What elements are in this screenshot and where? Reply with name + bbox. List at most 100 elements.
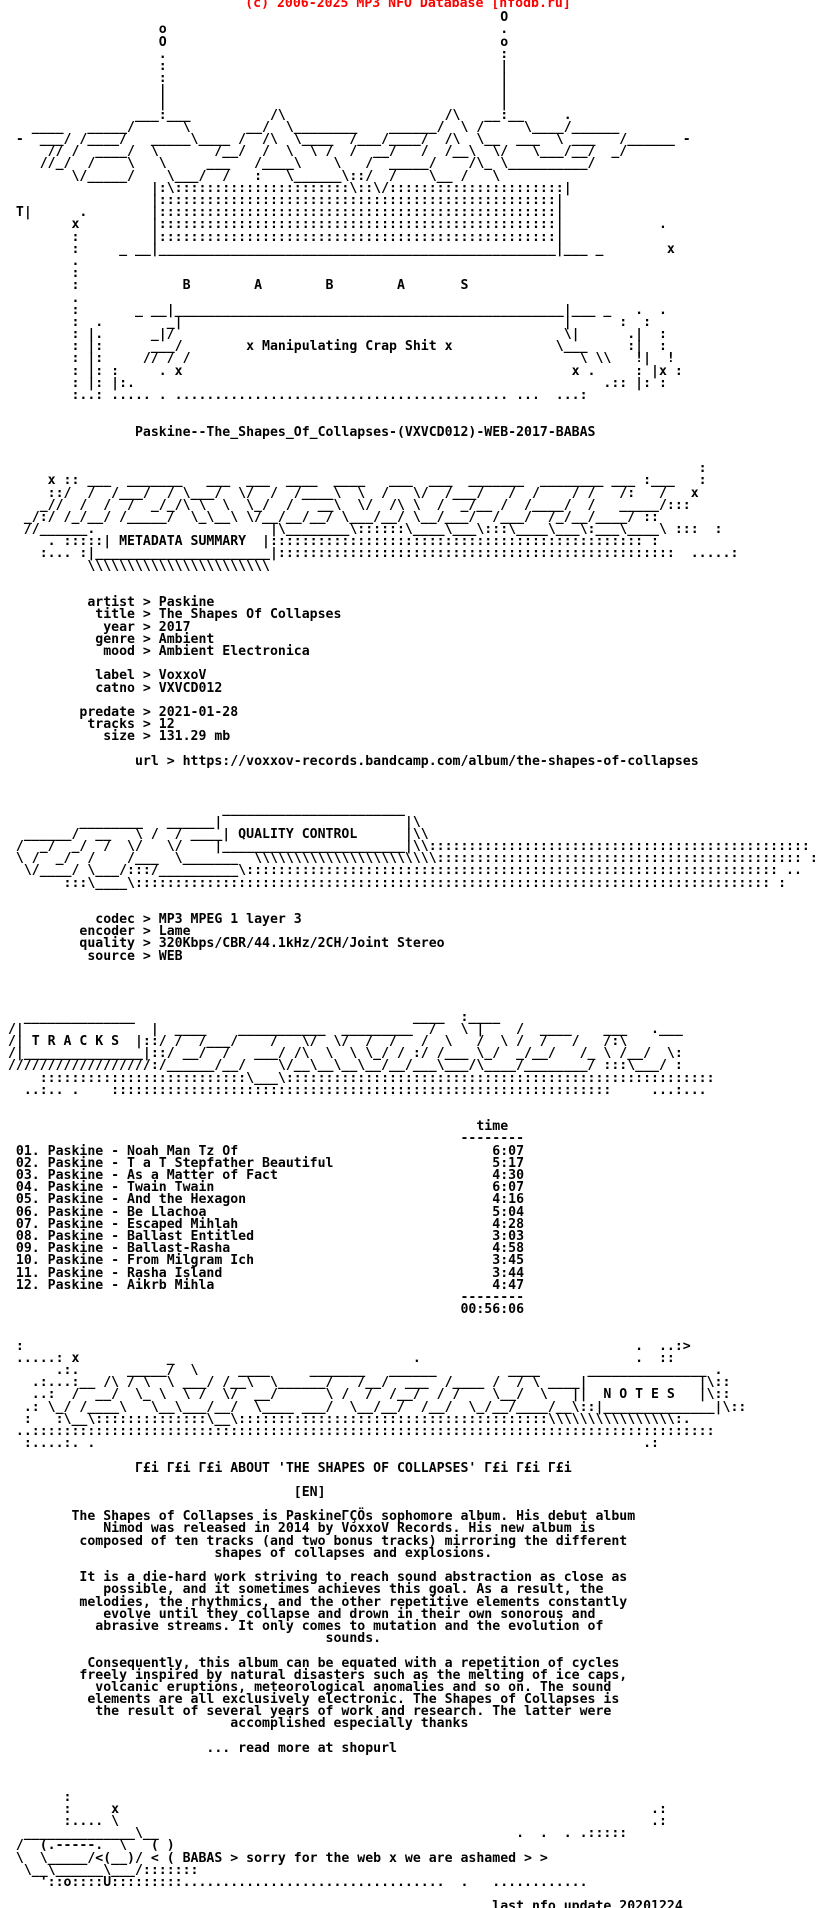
meta-label: label > VoxxoV bbox=[0, 668, 207, 684]
ascii-art-line: . bbox=[0, 253, 80, 269]
ascii-art-line: : bbox=[0, 461, 707, 477]
release-name: Paskine--The_Shapes_Of_Collapses-(VXVCD0… bbox=[0, 424, 596, 440]
blank-line bbox=[0, 1779, 816, 1791]
meta-predate: predate > 2021-01-28 bbox=[0, 704, 239, 720]
notes-para2-line: possible, and it sometimes achieves this… bbox=[0, 1582, 604, 1598]
ascii-art-line: |:\::::::::::::::::::::::\::\/::::::::::… bbox=[0, 180, 572, 196]
ascii-art-line: : bbox=[0, 266, 80, 282]
track-row-01: 01. Paskine - Noah Man Tz Of 6:07 bbox=[0, 1143, 525, 1159]
logo-tagline: : |: ___/ x Manipulating Crap Shit x \__… bbox=[0, 339, 667, 355]
ascii-art-line: T| . |::::::::::::::::::::::::::::::::::… bbox=[0, 205, 564, 221]
ascii-art-line: :.... \ .: bbox=[0, 1813, 667, 1829]
ascii-art-line: /|_______________|::/ __/ / ___/ /\ \ \ … bbox=[0, 1046, 683, 1062]
track-row-12: 12. Paskine - Aikrb Mihla 4:47 bbox=[0, 1277, 525, 1293]
notes-para2-line: It is a die-hard work striving to reach … bbox=[0, 1570, 628, 1586]
tracks-section-title: /| T R A C K S |::/ / /___/ / \/ \/ / / … bbox=[0, 1033, 628, 1049]
blank-line bbox=[0, 1767, 816, 1779]
meta-catno: catno > VXVCD012 bbox=[0, 680, 223, 696]
blank-line bbox=[0, 1097, 816, 1109]
ascii-art-line: x |:::::::::::::::::::::::::::::::::::::… bbox=[0, 217, 667, 233]
ascii-art-line: o . bbox=[0, 22, 509, 38]
blank-line bbox=[0, 780, 816, 792]
ascii-art-line: _// / / / _/_/\ \ \ \_/ / __\ \/ /\ \ / … bbox=[0, 497, 691, 513]
blank-line bbox=[0, 439, 816, 451]
quality-section-title: ______/ __ \ / / ____| QUALITY CONTROL |… bbox=[0, 826, 429, 842]
ascii-art-line: :... :|______________________|::::::::::… bbox=[0, 546, 739, 562]
tracks-time-header: time bbox=[0, 1119, 509, 1135]
footer-last-update: last nfo update 20201224 bbox=[0, 1899, 683, 1908]
ascii-art-line: ________ ______| |\ bbox=[0, 814, 421, 830]
ascii-art-line: ______________ ____ :____ bbox=[0, 1009, 501, 1025]
metadata-section-title: . :::::| METADATA SUMMARY |:::::::::::::… bbox=[0, 534, 659, 550]
notes-para3-line: volcanic eruptions, meteorological anoma… bbox=[0, 1679, 612, 1695]
ascii-art-line: O bbox=[0, 10, 509, 26]
ascii-art-line: ..: / __/ \_ \ \ / \/ __/ \ / / /__/ / /… bbox=[0, 1387, 731, 1403]
track-row-09: 09. Paskine - Ballast-Rasha 4:58 bbox=[0, 1241, 525, 1257]
ascii-art-line: // / ____/ \ /__/ / \ \ / / __/ / /__\ \… bbox=[0, 144, 628, 160]
notes-about-heading: Γ£i Γ£i Γ£i ABOUT 'THE SHAPES OF COLLAPS… bbox=[0, 1460, 572, 1476]
track-row-02: 02. Paskine - T a T Stepfather Beautiful… bbox=[0, 1155, 525, 1171]
ascii-art-line: : |:::::::::::::::::::::::::::::::::::::… bbox=[0, 229, 564, 245]
ascii-art-line: : _ __|_________________________________… bbox=[0, 241, 675, 257]
logo-letters: : B A B A S bbox=[0, 278, 469, 294]
ascii-art-line: x :: ___ _______ ___ ___ ____ ____ ___ _… bbox=[0, 473, 707, 489]
ascii-art-line: : |: |:. .:: |: : bbox=[0, 375, 667, 391]
notes-para1-line: composed of ten tracks (and two bonus tr… bbox=[0, 1533, 628, 1549]
ascii-art-line: . : bbox=[0, 46, 509, 62]
track-row-03: 03. Paskine - As a Matter of Fact 4:30 bbox=[0, 1168, 525, 1183]
ascii-art-line: : x .: bbox=[0, 1801, 667, 1817]
track-row-10: 10. Paskine - From Milgram Ich 3:45 bbox=[0, 1253, 525, 1269]
ascii-art-line: '::o::::U:::::::::......................… bbox=[0, 1874, 588, 1890]
notes-para2-line: evolve until they collapse and drown in … bbox=[0, 1606, 596, 1622]
ascii-art-line: //_/ / \ \ ___ /____\ \ / _____/ /\_ \__… bbox=[0, 156, 596, 172]
notes-para2-line: abrasive streams. It only comes to mutat… bbox=[0, 1618, 604, 1634]
ascii-art-line: : |: : . x x . : |x : bbox=[0, 363, 683, 379]
notes-lang: [EN] bbox=[0, 1484, 326, 1500]
blank-line bbox=[0, 987, 816, 999]
ascii-art-line: / (.-----. \ ( ) bbox=[0, 1838, 175, 1854]
meta-year: year > 2017 bbox=[0, 619, 191, 635]
notes-para2-line: melodies, the rhythmics, and the other r… bbox=[0, 1594, 628, 1610]
ascii-art-line: : . ..:> bbox=[0, 1338, 691, 1354]
ascii-art-line: ::/ / /___/ / \___/ \/ / /____\ \ / \/ /… bbox=[0, 485, 699, 501]
ascii-art-line: ___:___ /\ /\ __:__ . bbox=[0, 107, 572, 123]
quality-source: source > WEB bbox=[0, 948, 183, 964]
meta-tracks: tracks > 12 bbox=[0, 717, 175, 733]
ascii-art-line: \/____/ \___/:::/__________\::::::::::::… bbox=[0, 863, 802, 879]
meta-title: title > The Shapes Of Collapses bbox=[0, 607, 342, 623]
notes-para3-line: Consequently, this album can be equated … bbox=[0, 1655, 620, 1671]
ascii-art-line: :..: ..... . ...........................… bbox=[0, 388, 588, 403]
ascii-art-line: \__\______\___/::::::: bbox=[0, 1862, 199, 1878]
ascii-art-line: | | bbox=[0, 95, 509, 111]
copyright-banner: (c) 2006-2025 MP3 NFO Database [nfodb.ru… bbox=[245, 0, 571, 11]
track-row-07: 07. Paskine - Escaped Mihlah 4:28 bbox=[0, 1216, 525, 1232]
notes-para3-line: elements are all exclusively electronic.… bbox=[0, 1692, 620, 1708]
track-row-06: 06. Paskine - Be Llachoa 5:04 bbox=[0, 1204, 525, 1220]
ascii-art-line: \/_____/ \___/ / : \______\::/ / \__ / \ bbox=[0, 168, 501, 184]
ascii-art-line: _______________________ bbox=[0, 802, 405, 818]
tracks-header-rule: -------- bbox=[0, 1131, 525, 1147]
ascii-art-line: .: \_/ /____\ \__\___/__/ \____ ___/ \__… bbox=[0, 1399, 747, 1415]
ascii-art-line: ::::::::::::::::::::::::::\___\:::::::::… bbox=[0, 1070, 715, 1086]
ascii-art-line: \ / _/ / /___ \_______ \\\\\\\\\\\\\\\\\… bbox=[0, 851, 816, 867]
notes-para1-line: shapes of collapses and explosions. bbox=[0, 1545, 493, 1561]
blank-line bbox=[0, 768, 816, 780]
ascii-art-line: : | bbox=[0, 71, 509, 87]
ascii-art-line: //______. |\________\::::::\____\___\:::… bbox=[0, 522, 723, 538]
ascii-art-line: : | bbox=[0, 58, 509, 74]
ascii-art-line: : . _| | : : bbox=[0, 314, 652, 330]
blank-line bbox=[0, 1316, 816, 1328]
blank-line bbox=[0, 402, 816, 414]
meta-url: url > https://voxxov-records.bandcamp.co… bbox=[0, 753, 699, 769]
track-row-08: 08. Paskine - Ballast Entitled 3:03 bbox=[0, 1228, 525, 1244]
quality-codec: codec > MP3 MPEG 1 layer 3 bbox=[0, 912, 302, 928]
ascii-art-line: / _/ _/ / \/ \/ |_______________________… bbox=[0, 838, 816, 854]
blank-line bbox=[0, 573, 816, 585]
blank-line bbox=[0, 975, 816, 987]
ascii-art-line: : bbox=[0, 1789, 72, 1805]
meta-genre: genre > Ambient bbox=[0, 631, 215, 647]
ascii-art-line: : |. _|/ \| .| : bbox=[0, 327, 667, 343]
track-row-04: 04. Paskine - Twain Twain 6:07 bbox=[0, 1180, 525, 1196]
ascii-art-line: ______________\__ . . . .::::: bbox=[0, 1826, 628, 1842]
